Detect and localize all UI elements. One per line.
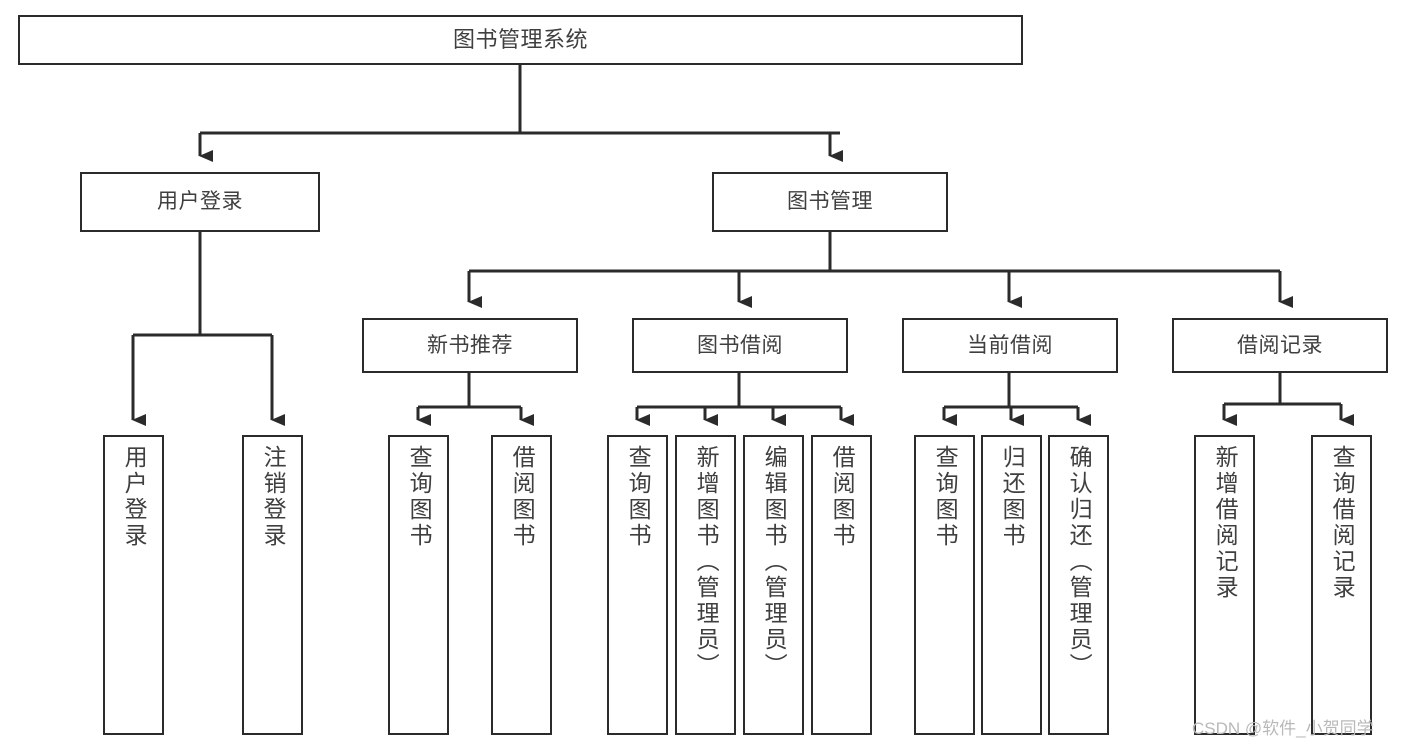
node-label: 编辑图书（管理员）	[761, 445, 788, 679]
node-root-system[interactable]: 图书管理系统	[18, 15, 1023, 65]
node-leaf-query-borrow-record[interactable]: 查询借阅记录	[1311, 435, 1372, 735]
node-label: 新增借阅记录	[1212, 445, 1239, 601]
node-label: 查询图书	[625, 445, 652, 549]
node-leaf-query-book-current[interactable]: 查询图书	[914, 435, 975, 735]
node-label: 新书推荐	[427, 333, 513, 357]
node-label: 用户登录	[121, 445, 148, 549]
node-label: 借阅记录	[1237, 333, 1323, 357]
node-label: 查询图书	[406, 445, 433, 549]
node-leaf-add-borrow-record[interactable]: 新增借阅记录	[1194, 435, 1255, 735]
node-label: 借阅图书	[829, 445, 856, 549]
node-current-borrow[interactable]: 当前借阅	[902, 318, 1118, 373]
node-label: 注销登录	[260, 445, 287, 549]
node-label: 新增图书（管理员）	[693, 445, 720, 679]
node-label: 查询图书	[932, 445, 959, 549]
node-label: 图书管理	[787, 190, 873, 214]
node-leaf-confirm-return-admin[interactable]: 确认归还（管理员）	[1048, 435, 1109, 735]
node-leaf-add-book-admin[interactable]: 新增图书（管理员）	[675, 435, 736, 735]
node-leaf-borrow-book-new[interactable]: 借阅图书	[491, 435, 552, 735]
node-book-manage[interactable]: 图书管理	[712, 172, 948, 232]
node-user-login[interactable]: 用户登录	[80, 172, 320, 232]
node-borrow-record[interactable]: 借阅记录	[1172, 318, 1388, 373]
node-leaf-borrow-book[interactable]: 借阅图书	[811, 435, 872, 735]
node-label: 借阅图书	[509, 445, 536, 549]
node-label: 图书借阅	[697, 333, 783, 357]
node-leaf-query-book-borrow[interactable]: 查询图书	[607, 435, 668, 735]
node-label: 图书管理系统	[452, 26, 588, 52]
node-label: 归还图书	[999, 445, 1026, 549]
node-book-borrow[interactable]: 图书借阅	[632, 318, 848, 373]
node-leaf-return-book[interactable]: 归还图书	[981, 435, 1042, 735]
node-label: 当前借阅	[967, 333, 1053, 357]
node-leaf-edit-book-admin[interactable]: 编辑图书（管理员）	[743, 435, 804, 735]
node-new-book-recommendation[interactable]: 新书推荐	[362, 318, 578, 373]
csdn-watermark: CSDN @软件_小贺同学	[1192, 719, 1374, 738]
node-leaf-query-book-new[interactable]: 查询图书	[388, 435, 449, 735]
node-label: 确认归还（管理员）	[1066, 445, 1093, 679]
node-label: 用户登录	[157, 190, 243, 214]
node-leaf-user-logout[interactable]: 注销登录	[242, 435, 303, 735]
node-label: 查询借阅记录	[1329, 445, 1356, 601]
node-leaf-user-login[interactable]: 用户登录	[103, 435, 164, 735]
